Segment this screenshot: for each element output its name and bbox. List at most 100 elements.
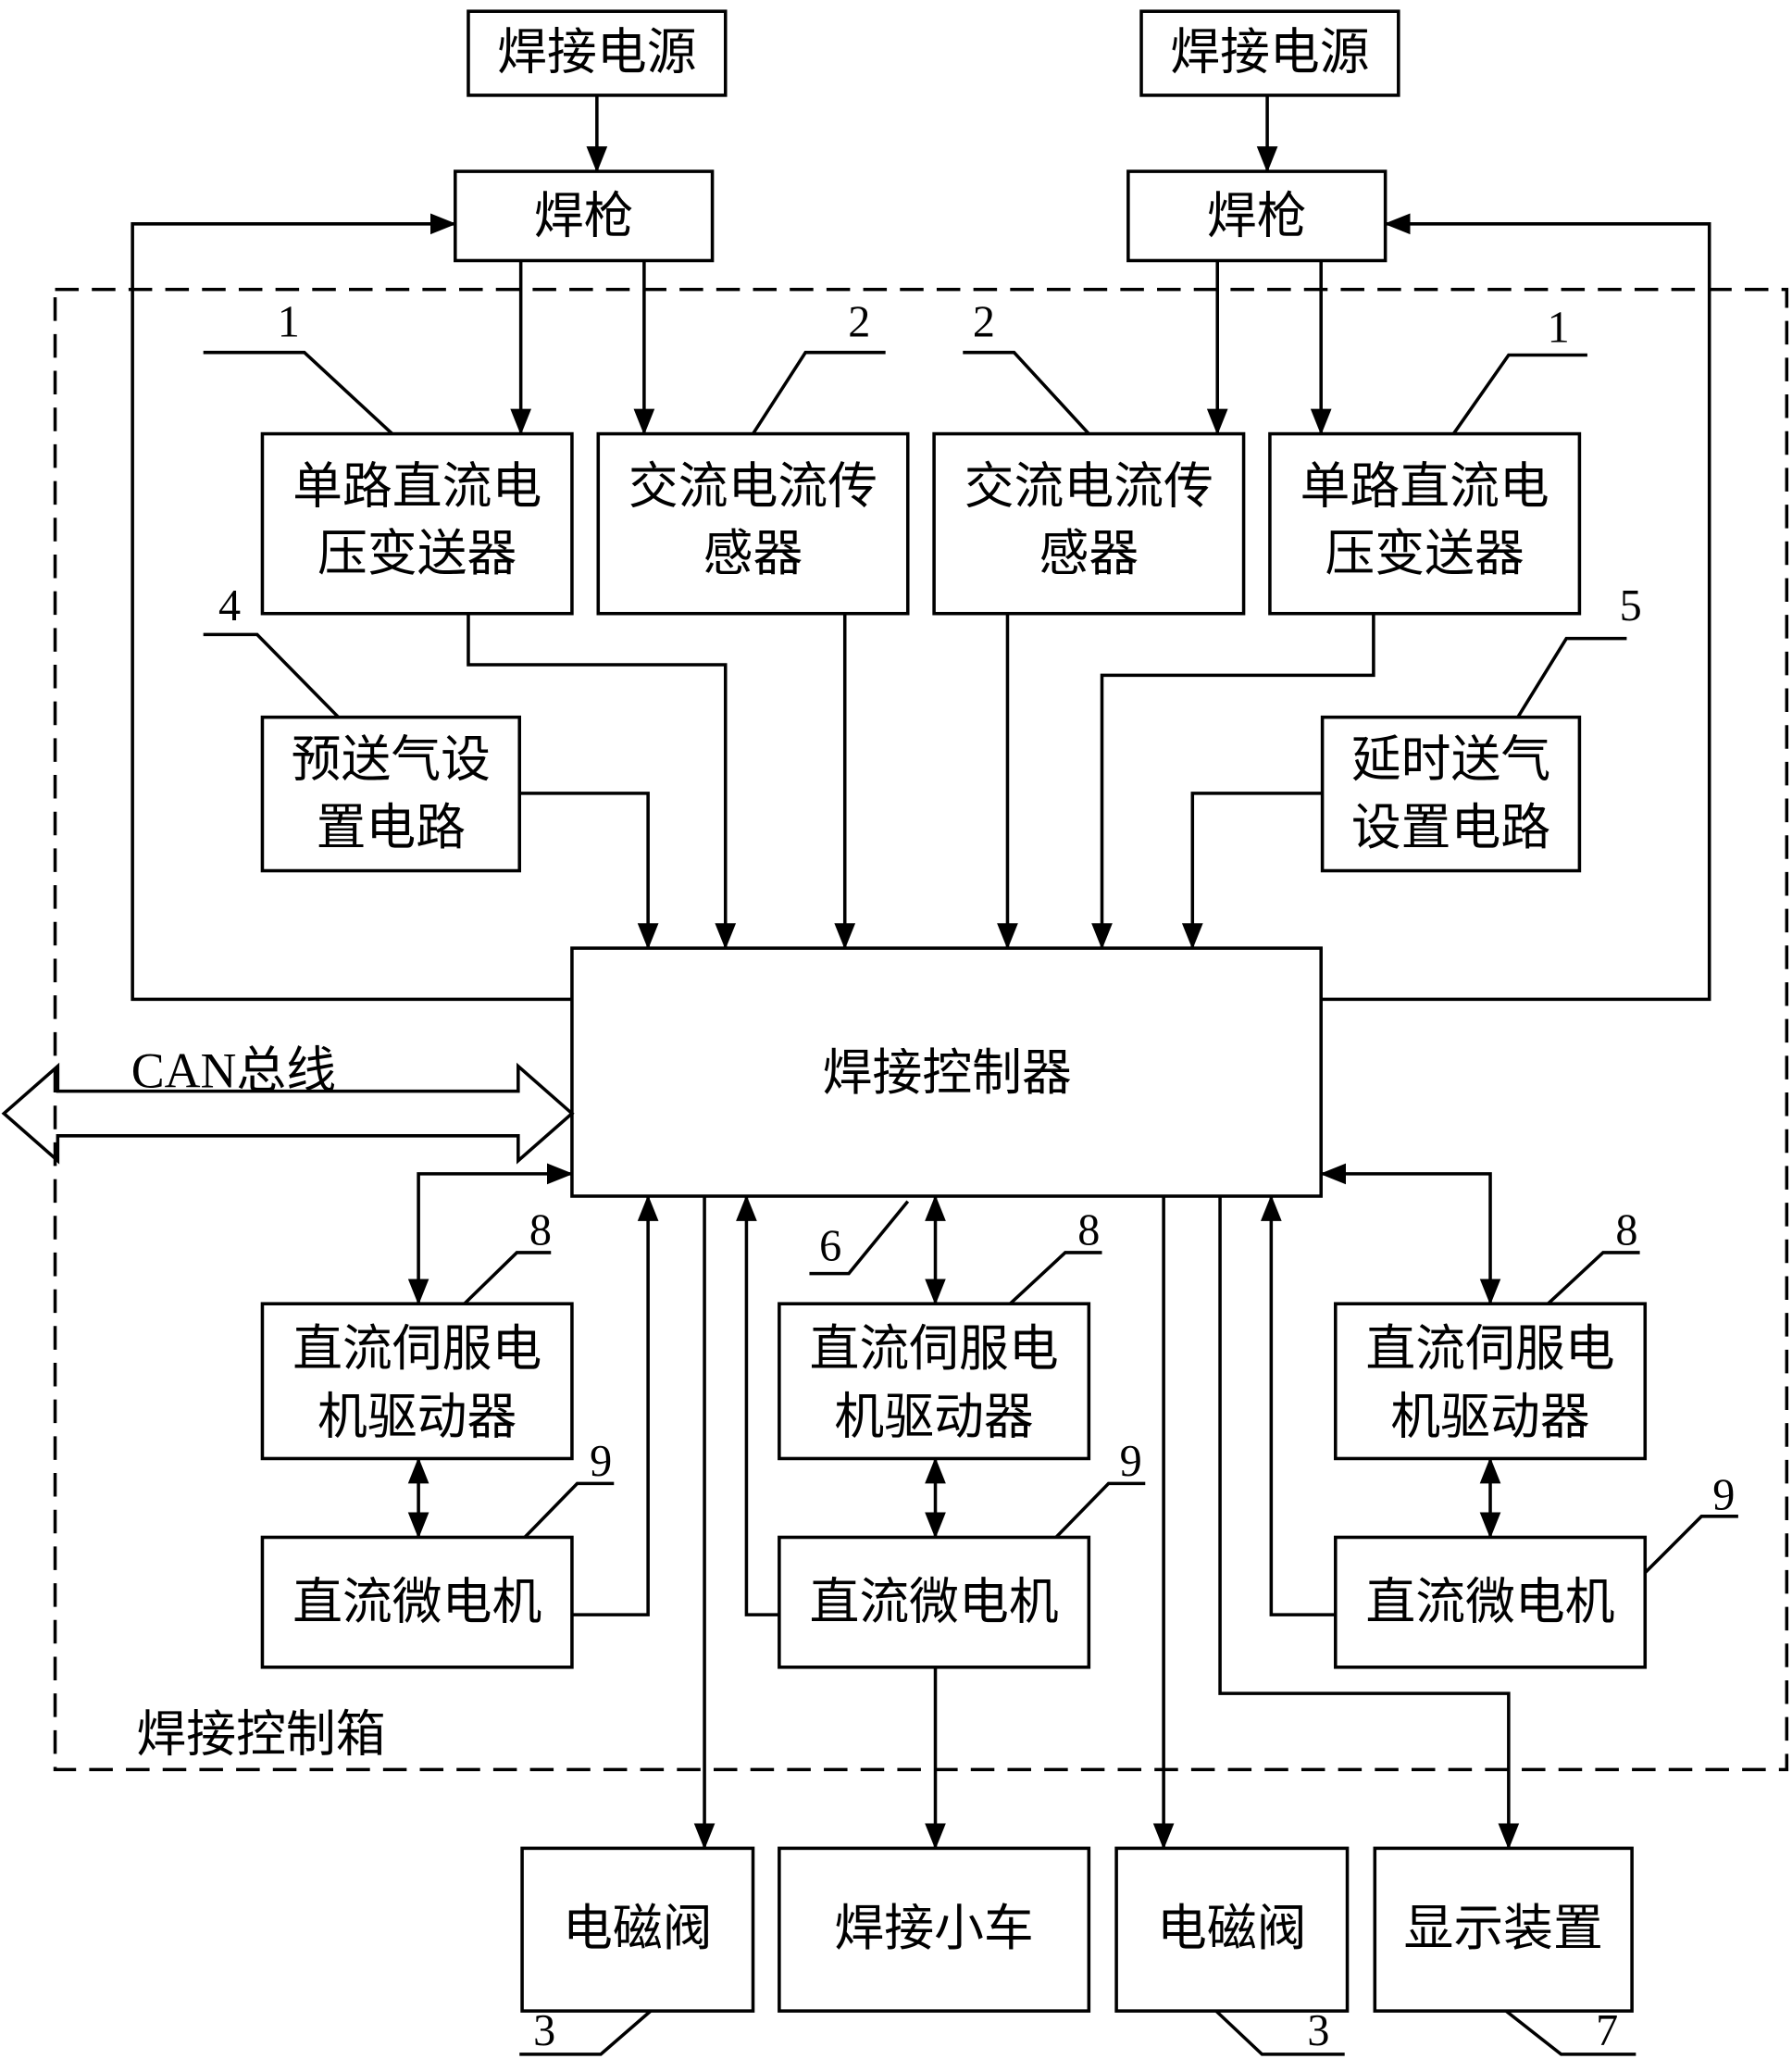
- callout-3-right: 3: [1307, 2006, 1329, 2055]
- carriage-label: 焊接小车: [834, 1901, 1033, 1956]
- callout-leader-2-right: [963, 350, 1090, 435]
- arrow-controller-to-display: [1218, 1195, 1520, 1850]
- servo-driver-left: 直流伺服电 机驱动器: [260, 1302, 574, 1461]
- dcv-right-line2: 压变送器: [1325, 526, 1524, 581]
- ac-left-line1: 交流电流传: [628, 459, 877, 515]
- pre-gas-line2: 置电路: [317, 800, 467, 855]
- arrow-dcv-right-to-controller: [1091, 613, 1375, 950]
- callout-leader-4: [203, 632, 340, 718]
- callout-9-left: 9: [590, 1437, 612, 1486]
- micro-motor-left: 直流微电机: [260, 1535, 574, 1669]
- line-controller-to-torch-right: [1321, 213, 1711, 1002]
- driver-right-line2: 机驱动器: [1390, 1390, 1589, 1445]
- callout-leader-1-right: [1451, 353, 1587, 435]
- control-box-label: 焊接控制箱: [136, 1707, 385, 1763]
- torch-left-label: 焊枪: [534, 189, 634, 244]
- callout-9-mid: 9: [1120, 1437, 1142, 1486]
- control-box-boundary: [53, 287, 1789, 1772]
- callout-2-right: 2: [973, 298, 995, 347]
- dc-voltage-transmitter-right: 单路直流电 压变送器: [1268, 431, 1582, 616]
- callout-leader-8-mid: [1009, 1251, 1102, 1305]
- driver-left-line2: 机驱动器: [317, 1390, 516, 1445]
- power-supply-right-label: 焊接电源: [1170, 25, 1369, 81]
- callout-9-right: 9: [1712, 1471, 1735, 1520]
- motor-mid-label: 直流微电机: [809, 1574, 1058, 1629]
- controller-label: 焊接控制器: [823, 1045, 1072, 1101]
- display-device: 显示装置: [1373, 1846, 1634, 2013]
- callout-leader-6: [809, 1200, 910, 1276]
- ac-right-line1: 交流电流传: [964, 459, 1213, 515]
- pre-gas-setting-circuit: 预送气设 置电路: [260, 715, 522, 873]
- servo-driver-right: 直流伺服电 机驱动器: [1334, 1302, 1648, 1461]
- arrow-motor-left-feedback: [571, 1194, 659, 1616]
- micro-motor-right: 直流微电机: [1334, 1535, 1648, 1669]
- motor-right-label: 直流微电机: [1365, 1574, 1614, 1629]
- dcv-left-line2: 压变送器: [317, 526, 516, 581]
- callout-5: 5: [1620, 581, 1642, 630]
- callout-4: 4: [218, 581, 241, 630]
- ac-left-line2: 感器: [703, 526, 803, 581]
- display-label: 显示装置: [1404, 1901, 1603, 1956]
- torch-left: 焊枪: [454, 169, 715, 263]
- driver-left-line1: 直流伺服电: [292, 1321, 541, 1377]
- arrow-dcv-left-to-controller: [467, 613, 737, 950]
- delay-gas-line1: 延时送气: [1351, 731, 1550, 787]
- callout-leader-9-left: [523, 1481, 615, 1539]
- torch-right-label: 焊枪: [1207, 189, 1307, 244]
- callout-leader-9-right: [1644, 1515, 1738, 1575]
- can-bus-arrow: CAN总线: [1, 1042, 575, 1165]
- line-controller-to-torch-left: [131, 213, 572, 1002]
- callout-leader-1-left: [203, 350, 393, 435]
- callout-7: 7: [1596, 2006, 1618, 2055]
- callout-1-right: 1: [1548, 303, 1570, 352]
- solenoid-right-label: 电磁阀: [1157, 1901, 1307, 1956]
- welding-controller: 焊接控制器: [570, 946, 1323, 1198]
- callout-leader-7: [1504, 2009, 1636, 2056]
- arrow-delaygas-to-controller: [1181, 792, 1323, 950]
- ac-right-line2: 感器: [1039, 526, 1139, 581]
- callout-leader-8-left: [463, 1251, 552, 1305]
- arrow-motor-right-feedback: [1261, 1194, 1336, 1616]
- power-supply-left-label: 焊接电源: [497, 25, 696, 81]
- power-supply-right: 焊接电源: [1139, 9, 1400, 97]
- welding-carriage: 焊接小车: [778, 1846, 1091, 2013]
- callout-1-left: 1: [278, 298, 300, 347]
- delay-gas-line2: 设置电路: [1351, 800, 1550, 855]
- callout-6: 6: [819, 1221, 841, 1270]
- callout-8-right: 8: [1615, 1205, 1637, 1254]
- dc-voltage-transmitter-left: 单路直流电 压变送器: [260, 431, 574, 616]
- callout-leader-8-right: [1547, 1251, 1640, 1305]
- callout-8-left: 8: [529, 1205, 552, 1254]
- arrow-controller-driver-left: [407, 1163, 574, 1305]
- ac-current-sensor-left: 交流电流传 感器: [596, 431, 910, 616]
- callout-leader-9-mid: [1054, 1481, 1146, 1539]
- can-bus-label: CAN总线: [131, 1042, 336, 1098]
- arrow-controller-driver-right: [1319, 1163, 1501, 1305]
- callout-leader-3-right: [1214, 2009, 1345, 2056]
- driver-right-line1: 直流伺服电: [1365, 1321, 1614, 1377]
- callout-2-left: 2: [848, 298, 870, 347]
- arrow-pregas-to-controller: [519, 792, 659, 950]
- driver-mid-line1: 直流伺服电: [809, 1321, 1058, 1377]
- pre-gas-line1: 预送气设: [292, 731, 491, 787]
- callout-leader-3-left: [519, 2009, 653, 2056]
- solenoid-left-label: 电磁阀: [563, 1901, 713, 1956]
- callout-leader-2-left: [752, 350, 886, 435]
- torch-right: 焊枪: [1126, 169, 1388, 263]
- dcv-right-line1: 单路直流电: [1300, 459, 1549, 515]
- motor-left-label: 直流微电机: [292, 1574, 541, 1629]
- micro-motor-mid: 直流微电机: [778, 1535, 1091, 1669]
- callout-leader-5: [1516, 636, 1627, 718]
- solenoid-valve-right: 电磁阀: [1114, 1846, 1350, 2013]
- ac-current-sensor-right: 交流电流传 感器: [932, 431, 1246, 616]
- arrow-motor-mid-feedback: [736, 1194, 779, 1616]
- power-supply-left: 焊接电源: [467, 9, 728, 97]
- servo-driver-mid: 直流伺服电 机驱动器: [778, 1302, 1091, 1461]
- callout-8-mid: 8: [1077, 1205, 1100, 1254]
- driver-mid-line2: 机驱动器: [834, 1390, 1033, 1445]
- delay-gas-setting-circuit: 延时送气 设置电路: [1320, 715, 1582, 873]
- dcv-left-line1: 单路直流电: [292, 459, 541, 515]
- callout-3-left: 3: [533, 2006, 555, 2055]
- solenoid-valve-left: 电磁阀: [520, 1846, 755, 2013]
